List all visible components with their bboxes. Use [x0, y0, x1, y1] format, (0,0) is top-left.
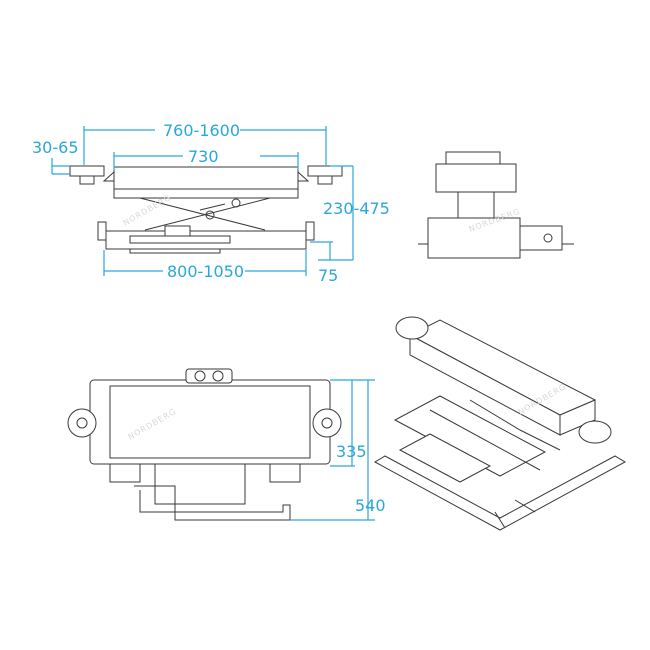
iso-pad-right — [578, 420, 612, 444]
iso-pad-left — [395, 316, 429, 340]
side-scissor — [457, 191, 495, 219]
pump-unit — [154, 463, 246, 505]
left-pad-base — [79, 175, 95, 185]
dim-total-width: 760-1600 — [163, 121, 240, 140]
hydraulic-cylinder — [129, 235, 231, 244]
scissor-pivot — [205, 210, 215, 220]
pump-handle — [134, 485, 291, 521]
side-pump — [519, 225, 563, 251]
iso-base-frame — [373, 455, 627, 531]
front-view: NORDBERG — [69, 165, 343, 254]
iso-platform-side — [559, 399, 596, 436]
top-platform — [109, 385, 311, 459]
iso-pump — [398, 433, 492, 483]
pump-block — [164, 225, 191, 237]
front-view-dimensions: 760-1600 730 30-65 230-475 800-1050 75 — [32, 121, 390, 285]
dim-lift-height: 230-475 — [323, 199, 390, 218]
dim-base-width: 800-1050 — [167, 262, 244, 281]
scissor-hole — [231, 198, 241, 208]
side-platform — [435, 163, 517, 193]
platform-top — [113, 166, 299, 190]
right-handle — [305, 221, 315, 241]
side-valve — [543, 233, 553, 243]
iso-scissor — [429, 399, 561, 471]
isometric-view: NORDBERG — [373, 316, 627, 531]
left-foot — [109, 463, 141, 483]
dim-total-depth: 540 — [355, 496, 386, 515]
dim-frame-depth: 335 — [336, 442, 367, 461]
side-view: NORDBERG — [418, 151, 574, 259]
scissor-arms — [139, 197, 271, 231]
base-plate — [129, 248, 221, 254]
left-handle — [97, 221, 107, 241]
platform-lower — [113, 188, 299, 199]
top-view: NORDBERG — [67, 368, 342, 521]
right-foot — [269, 463, 301, 483]
dim-platform-width: 730 — [188, 147, 219, 166]
left-pad — [69, 165, 105, 177]
iso-handle — [494, 499, 536, 529]
top-bracket — [185, 368, 233, 384]
right-pad-base — [317, 175, 333, 185]
right-pad — [307, 165, 343, 177]
dim-pad-height: 30-65 — [32, 138, 79, 157]
top-view-dimensions: 335 540 — [290, 379, 386, 521]
side-pad-top — [445, 151, 501, 165]
dim-base-height: 75 — [318, 266, 338, 285]
